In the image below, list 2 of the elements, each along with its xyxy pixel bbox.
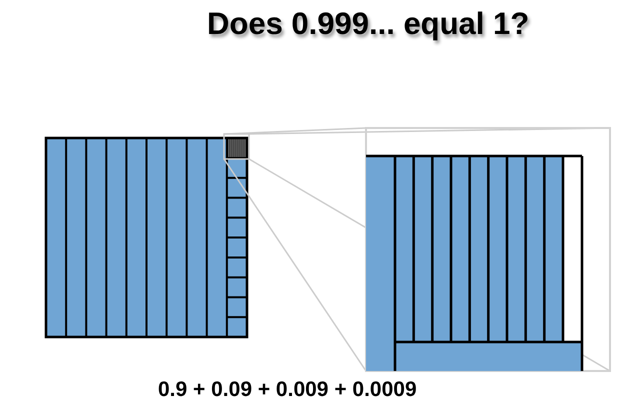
equation: 0.9 + 0.09 + 0.009 + 0.0009 [158, 378, 417, 402]
title: Does 0.999... equal 1? [207, 7, 530, 42]
